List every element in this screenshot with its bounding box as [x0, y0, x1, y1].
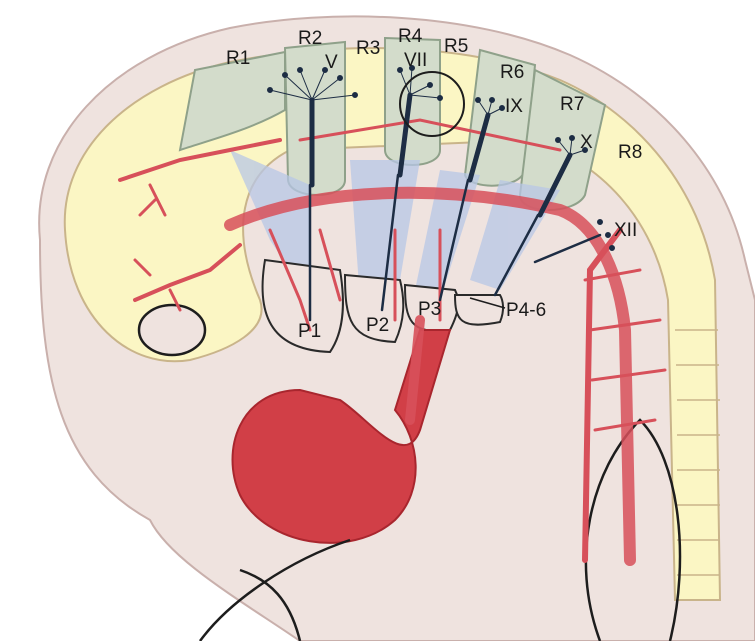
- label-nerve-x: X: [580, 132, 593, 153]
- label-arch-p4-6: P4-6: [506, 300, 546, 321]
- label-nerve-v: V: [325, 52, 338, 73]
- label-nerve-xii: XII: [614, 220, 637, 241]
- label-nerve-ix: IX: [505, 96, 523, 117]
- label-r1: R1: [226, 48, 250, 69]
- label-r6: R6: [500, 62, 524, 83]
- arch-p4: [455, 295, 503, 325]
- label-r5: R5: [444, 36, 468, 57]
- label-arch-p2: P2: [366, 315, 389, 336]
- label-r8: R8: [618, 142, 642, 163]
- label-r3: R3: [356, 38, 380, 59]
- label-r4: R4: [398, 26, 423, 47]
- label-arch-p3: P3: [418, 299, 441, 320]
- eye: [139, 305, 205, 355]
- label-arch-p1: P1: [298, 321, 321, 342]
- label-nerve-vii: VII: [404, 50, 427, 71]
- label-r2: R2: [298, 28, 322, 49]
- label-r7: R7: [560, 94, 584, 115]
